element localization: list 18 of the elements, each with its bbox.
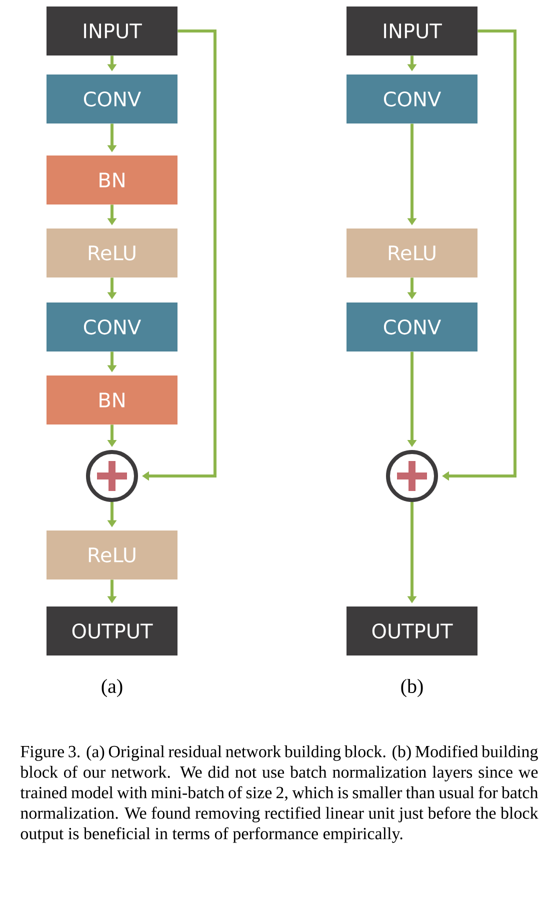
conv-box: CONV	[346, 302, 478, 352]
caption: Figure 3. (a) Original residual network building block. (b) Modified building block of our network. We did not use batch normalization layers since we trained model with mini-batch of size 2, which is smaller than usual for batch normalization. We found removing rectified linear unit just before the block output is beneficial in terms of performance empirically.	[20, 745, 538, 843]
relu-box: ReLU	[46, 228, 178, 278]
panel-label: (a)	[102, 678, 122, 698]
panel-label: (b)	[401, 678, 423, 698]
bn-box: BN	[46, 376, 178, 424]
relu-box: ReLU	[46, 530, 178, 580]
output-box: OUTPUT	[346, 606, 478, 656]
sum-circle	[386, 450, 438, 502]
relu-box: ReLU	[346, 228, 478, 278]
bn-box: BN	[46, 156, 178, 204]
input-box: INPUT	[46, 6, 178, 56]
input-box: INPUT	[346, 6, 478, 56]
conv-box: CONV	[46, 74, 178, 124]
conv-box: CONV	[46, 302, 178, 352]
sum-circle	[86, 450, 138, 502]
conv-box: CONV	[346, 74, 478, 124]
output-box: OUTPUT	[46, 606, 178, 656]
